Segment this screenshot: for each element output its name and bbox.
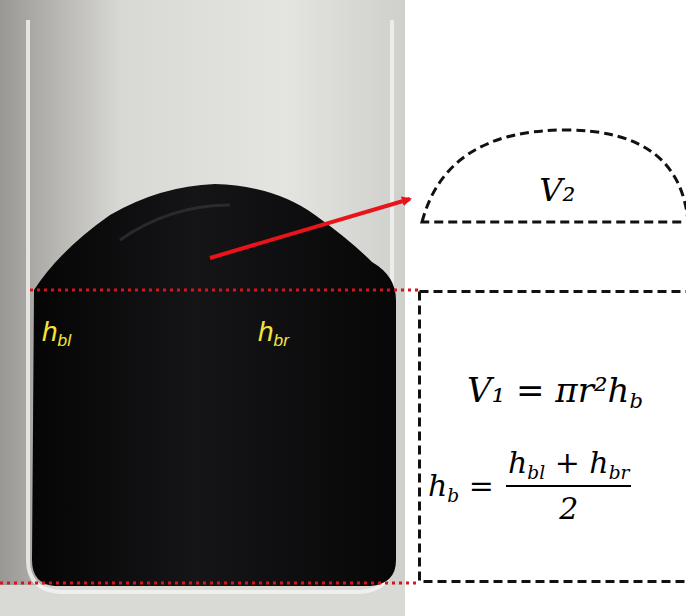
formula-text: V₁ = πr²hb — [467, 370, 643, 410]
formula-text: 2 — [559, 491, 578, 526]
subscript: bl — [527, 461, 545, 482]
photo-background — [0, 0, 405, 616]
bench — [0, 585, 405, 616]
dashed-outline — [422, 130, 686, 222]
height-label: hbr — [258, 316, 289, 348]
level-line — [30, 289, 418, 292]
formula-text: hbl + hbr — [508, 445, 630, 480]
volume-dome: V₂ — [420, 126, 684, 224]
base-line — [0, 582, 418, 585]
subscript: bl — [58, 330, 72, 350]
subscript: br — [609, 461, 630, 482]
subscript: b — [629, 388, 643, 413]
pointer-arrow — [210, 199, 410, 258]
black-liquid — [32, 184, 396, 586]
volume-label: V₂ — [539, 171, 575, 209]
formula-box: V₁ = πr²hb hb = hbl + hbr 2 — [418, 290, 684, 583]
dashed-outline — [420, 292, 686, 582]
outline — [418, 290, 684, 583]
reflection — [120, 205, 230, 240]
subscript: br — [274, 330, 289, 350]
subscript: b — [447, 484, 459, 505]
formula-text: hb = — [428, 468, 494, 503]
fraction-bar — [506, 485, 632, 487]
height-label: hbl — [42, 316, 71, 348]
